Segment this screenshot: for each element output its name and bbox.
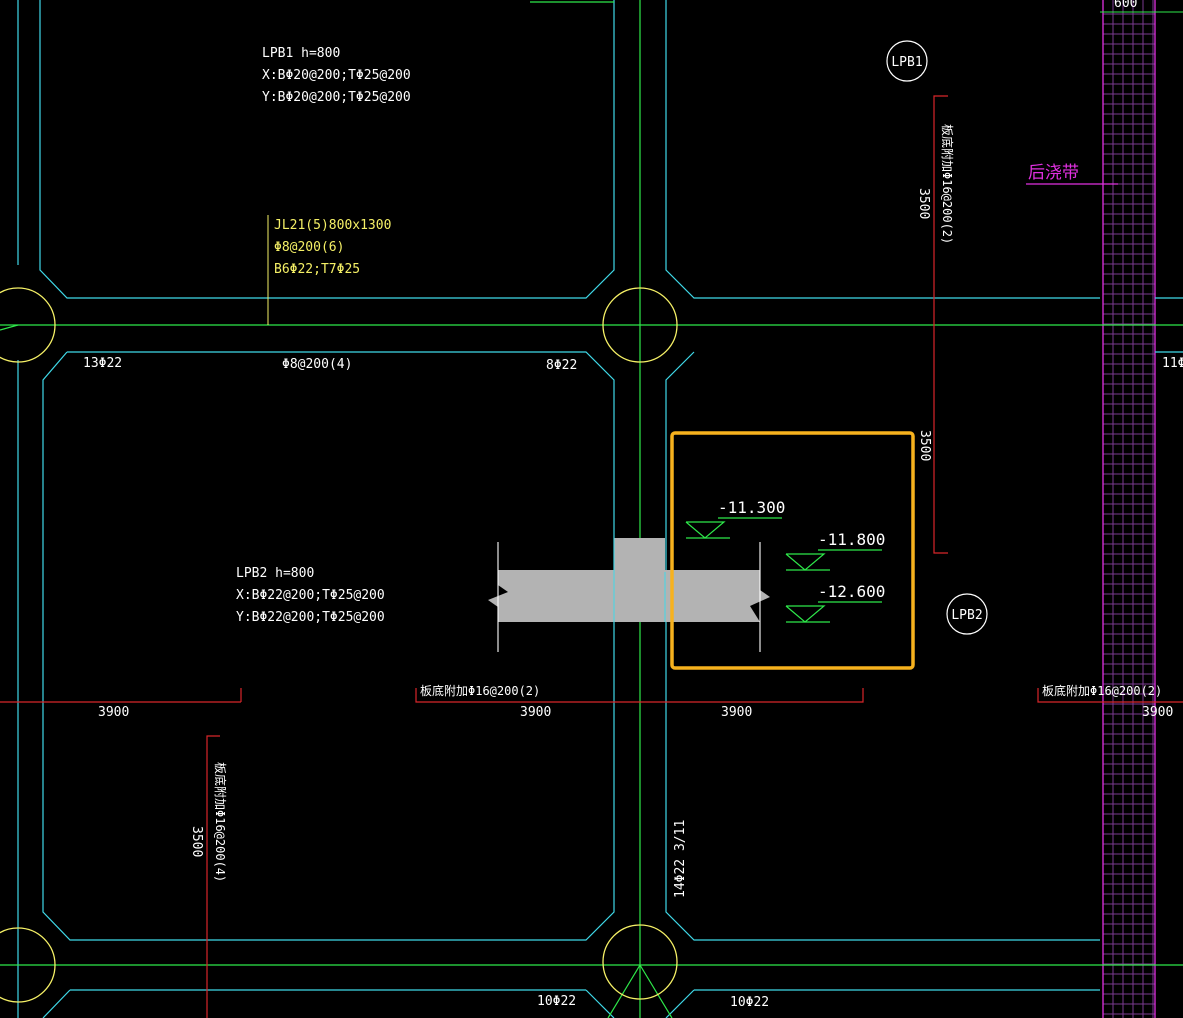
beam-stirrup: Φ8@200(6) [274,240,344,255]
dimension-text: 3900 [520,705,551,720]
elevation-text: -11.300 [718,498,785,517]
column-circle [0,287,56,363]
slab-tag-lpb2-label: LPB2 [951,608,982,623]
additional-rebar-label: 板底附加Φ16@200(2) [1042,683,1162,698]
additional-rebar-label: 板底附加Φ16@200(4) [213,762,228,882]
rebar-labels: 13Φ22 Φ8@200(4) 8Φ22 11Φ 10Φ22 10Φ22 14Φ… [83,356,1183,1010]
elevation-texts: -11.300 -11.800 -12.600 [718,498,885,601]
column-circle [602,287,678,363]
lpb2-title: LPB2 h=800 [236,566,314,581]
beam-annotation: JL21(5)800x1300 Φ8@200(6) B6Φ22;T7Φ25 [274,218,391,277]
dimension-text: 3900 [1142,705,1173,720]
rebar-label: 10Φ22 [537,994,576,1009]
slab-outlines [17,0,1183,1018]
rebar-label: 8Φ22 [546,358,577,373]
rebar-label: 10Φ22 [730,995,769,1010]
dimension-lines [0,95,1183,1018]
dimension-text: 3900 [721,705,752,720]
dimension-text: 3500 [916,188,931,219]
column-circle [602,924,678,1000]
additional-rebar-label: 板底附加Φ16@200(2) [420,683,540,698]
columns [0,287,678,1003]
column-circle [0,927,56,1003]
additional-rebar-labels: 板底附加Φ16@200(2) 板底附加Φ16@200(4) 板底附加Φ16@20… [213,124,1162,882]
dimension-text: 3500 [917,430,932,461]
dimension-text: 3900 [98,705,129,720]
beam-rebar: B6Φ22;T7Φ25 [274,262,360,277]
post-pour-strip-label: 后浇带 [1028,163,1079,183]
slab-tag-lpb2[interactable]: LPB2 [946,593,988,635]
slab-tag-lpb1[interactable]: LPB1 [886,40,928,82]
section-detail [488,538,770,652]
slab-annotation-lpb2: LPB2 h=800 X:BΦ22@200;TΦ25@200 Y:BΦ22@20… [236,566,385,625]
selection-highlight-box[interactable] [670,431,915,670]
rebar-label: 13Φ22 [83,356,122,371]
elevation-markers [685,517,882,623]
lpb2-y-rebar: Y:BΦ22@200;TΦ25@200 [236,610,385,625]
dimension-text: 3500 [189,826,204,857]
rebar-label: 11Φ [1162,356,1183,371]
lpb1-title: LPB1 h=800 [262,46,340,61]
rebar-label-vertical: 14Φ22 3/11 [673,820,688,898]
lpb2-x-rebar: X:BΦ22@200;TΦ25@200 [236,588,385,603]
rebar-label: Φ8@200(4) [282,357,352,372]
elevation-text: -11.800 [818,530,885,549]
additional-rebar-label: 板底附加Φ16@200(2) [940,124,955,244]
elevation-text: -12.600 [818,582,885,601]
post-pour-strip [1100,0,1183,1018]
lpb1-y-rebar: Y:BΦ20@200;TΦ25@200 [262,90,411,105]
strip-width-dimension: 600 [1114,0,1137,11]
slab-annotation-lpb1: LPB1 h=800 X:BΦ20@200;TΦ25@200 Y:BΦ20@20… [262,46,411,105]
beam-title: JL21(5)800x1300 [274,218,391,233]
lpb1-x-rebar: X:BΦ20@200;TΦ25@200 [262,68,411,83]
dimension-texts: 3900 3900 3900 3900 3500 3500 3500 [98,188,1173,857]
slab-tag-lpb1-label: LPB1 [891,55,922,70]
